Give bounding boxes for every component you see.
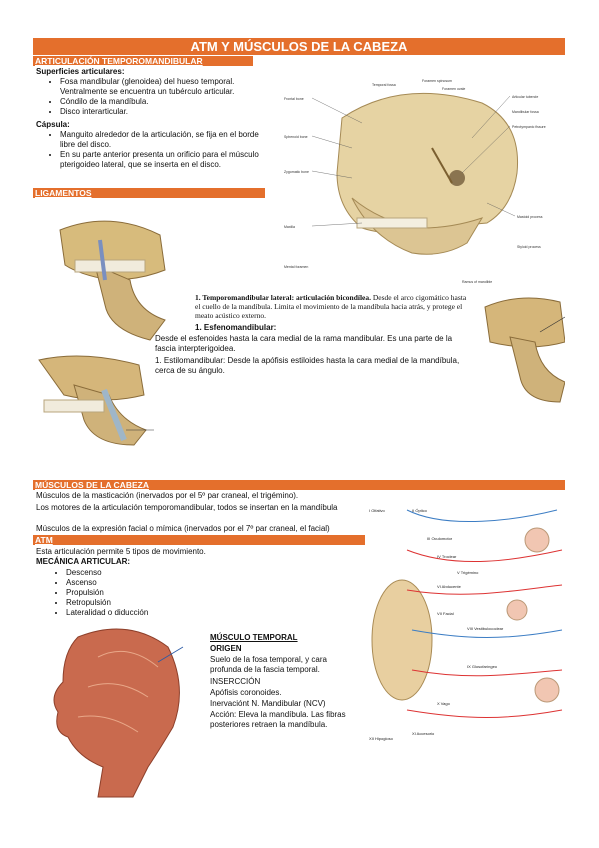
temporal-title: MÚSCULO TEMPORAL <box>210 633 298 642</box>
movement-item: Retropulsión <box>66 598 248 608</box>
ligament-text: Desde el esfenoides hasta la cara medial… <box>155 334 453 353</box>
skull-label: Zygomatic bone <box>284 170 309 174</box>
nerve-label: VI Abducente <box>437 584 462 589</box>
capsule-item: En su parte anterior presenta un orifici… <box>60 150 270 170</box>
surfaces-label: Superficies articulares: <box>36 67 125 76</box>
nerve-label: VIII Vestibulococlear <box>467 626 504 631</box>
tmj-medial-illustration <box>34 350 154 450</box>
nerve-label: XI Accesorio <box>412 731 435 736</box>
ligament-title: 1. Esfenomandibular: <box>195 323 277 332</box>
temporal-origin-label: ORIGEN <box>210 644 242 653</box>
surface-item: Fosa mandibular (glenoidea) del hueso te… <box>60 77 270 97</box>
page-title: ATM Y MÚSCULOS DE LA CABEZA <box>33 38 565 55</box>
movement-item: Descenso <box>66 568 248 578</box>
skull-label: Articular tubercle <box>512 95 538 99</box>
movements-intro: Esta articulación permite 5 tipos de mov… <box>36 547 206 556</box>
nerve-label: I Olfativo <box>369 508 386 513</box>
surface-item: Disco interarticular. <box>60 107 270 117</box>
skull-label: Petrotympanic fissure <box>512 125 546 129</box>
skull-label: Styloid process <box>517 245 541 249</box>
ligament-temporomandibular: 1. Temporomandibular lateral: articulaci… <box>195 293 470 320</box>
tmj-lateral-illustration <box>50 210 170 345</box>
capsule-list: Manguito alrededor de la articulación, s… <box>42 130 270 170</box>
movement-item: Propulsión <box>66 588 248 598</box>
skull-label: Mandibular fossa <box>512 110 539 114</box>
temporal-innervation: Inervaciónt N. Mandibular (NCV) <box>210 699 326 708</box>
capsule-item: Manguito alrededor de la articulación, s… <box>60 130 270 150</box>
nerve-label: VII Facial <box>437 611 454 616</box>
ligament-text: Desde el arco cigomático hasta el cuello… <box>195 293 467 320</box>
temporal-origin: Suelo de la fosa temporal, y cara profun… <box>210 655 327 674</box>
ligament-stylomandibular: 1. Estilomandibular: Desde la apófisis e… <box>155 356 460 375</box>
movement-item: Lateralidad o diducción <box>66 608 248 618</box>
skull-label: Mental foramen <box>284 265 308 269</box>
section-heading-muscles: MÚSCULOS DE LA CABEZA <box>33 480 565 490</box>
movement-item: Ascenso <box>66 578 248 588</box>
muscles-line: Músculos de la expresión facial o mímica… <box>36 524 330 533</box>
tmj-right-illustration <box>480 292 566 407</box>
skull-label: Ramus of mandible <box>462 280 492 284</box>
mechanics-label: MECÁNICA ARTICULAR: <box>36 557 131 566</box>
muscles-line: Los motores de la articulación temporoma… <box>36 503 338 512</box>
head-muscles-illustration <box>38 617 198 802</box>
surface-item: Cóndilo de la mandíbula. <box>60 97 270 107</box>
skull-label: Foramen ovale <box>442 87 465 91</box>
section-heading-ligaments: LIGAMENTOS <box>33 188 265 198</box>
nerve-label: II Óptico <box>412 508 428 513</box>
temporal-action: Acción: Eleva la mandíbula. Las fibras p… <box>210 710 346 729</box>
nerve-label: IX Glosofaríngeo <box>467 664 498 669</box>
nerve-label: X Vago <box>437 701 451 706</box>
nerve-label: III Oculomotor <box>427 536 453 541</box>
skull-label: Temporal fossa <box>372 83 396 87</box>
skull-illustration: Frontal bone Sphenoid bone Zygomatic bon… <box>282 78 565 288</box>
nerve-label: V Trigémino <box>457 570 479 575</box>
skull-label: Sphenoid bone <box>284 135 308 139</box>
capsule-label: Cápsula: <box>36 120 70 129</box>
nerve-label: XII Hipogloso <box>369 736 394 741</box>
cranial-nerves-diagram: I Olfativo II Óptico III Oculomotor IV T… <box>367 490 567 750</box>
skull-label: Mastoid process <box>517 215 543 219</box>
skull-label: Frontal bone <box>284 97 304 101</box>
surfaces-list: Fosa mandibular (glenoidea) del hueso te… <box>42 77 270 117</box>
temporal-insertion-label: INSERCCIÓN <box>210 677 261 686</box>
movements-list: Descenso Ascenso Propulsión Retropulsión… <box>48 568 248 618</box>
skull-label: Foramen spinosum <box>422 79 452 83</box>
muscles-line: Músculos de la masticación (inervados po… <box>36 491 299 500</box>
skull-label: Maxilla <box>284 225 295 229</box>
ligament-title: 1. Temporomandibular lateral: articulaci… <box>195 293 371 302</box>
nerve-label: IV Troclear <box>437 554 457 559</box>
section-heading-atm: ARTICULACIÓN TEMPOROMANDIBULAR <box>33 56 253 66</box>
temporal-insertion: Apófisis coronoides. <box>210 688 282 697</box>
section-heading-atm-movements: ATM <box>33 535 365 545</box>
